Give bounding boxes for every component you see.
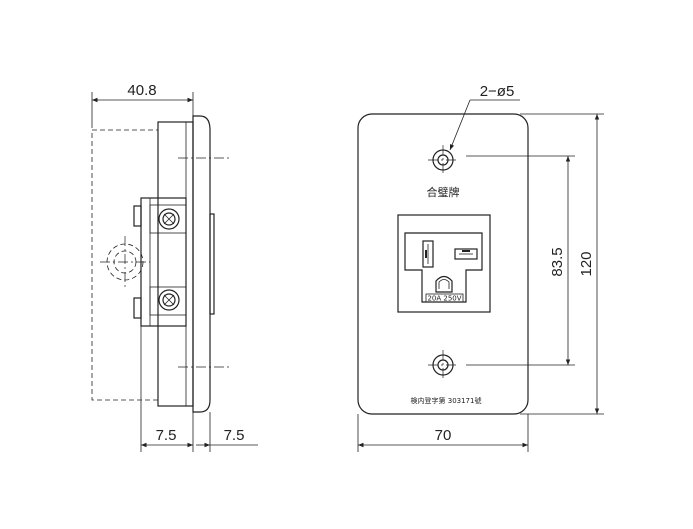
socket-recess [397,214,491,313]
front-view: 2−ø5 合璧牌 20A 250V 検内登字第 303 [357,83,604,452]
housing-body [157,121,194,407]
screw-top [158,208,180,230]
mounting-hole-top [428,145,458,175]
socket-slot-horizontal [454,248,478,260]
side-view: 40.8 [91,82,258,452]
hole-pitch-label: 83.5 [549,247,566,276]
front-height-label: 120 [578,251,595,276]
front-plate-edge [192,115,211,413]
hole-callout-label: 2−ø5 [480,83,515,100]
socket-rating: 20A 250V [427,295,461,303]
front-plate [357,113,529,415]
back-box-outline [91,129,159,401]
cable-entry [100,236,150,290]
socket-slot-vertical [422,240,434,268]
mounting-hole-bottom [428,350,458,380]
dimension-side-depth: 40.8 [91,82,194,128]
plate-title: 合璧牌 [427,185,460,199]
side-right-offset-label: 7.5 [224,427,245,444]
dimension-hole-pitch: 83.5 [466,155,575,366]
side-left-offset-label: 7.5 [156,427,177,444]
certificate-label: 検内登字第 303171號 [411,396,482,405]
front-width-label: 70 [435,427,452,444]
socket-face [404,232,483,303]
side-depth-label: 40.8 [127,82,156,99]
screw-bottom [158,289,180,311]
dimension-front-width: 70 [357,414,529,452]
hole-callout: 2−ø5 [449,83,520,151]
dimension-front-height: 120 [520,113,604,415]
socket-ground-pin [435,275,453,293]
plate-notch [209,213,215,315]
dimension-side-bottom: 7.5 7.5 [140,326,258,452]
